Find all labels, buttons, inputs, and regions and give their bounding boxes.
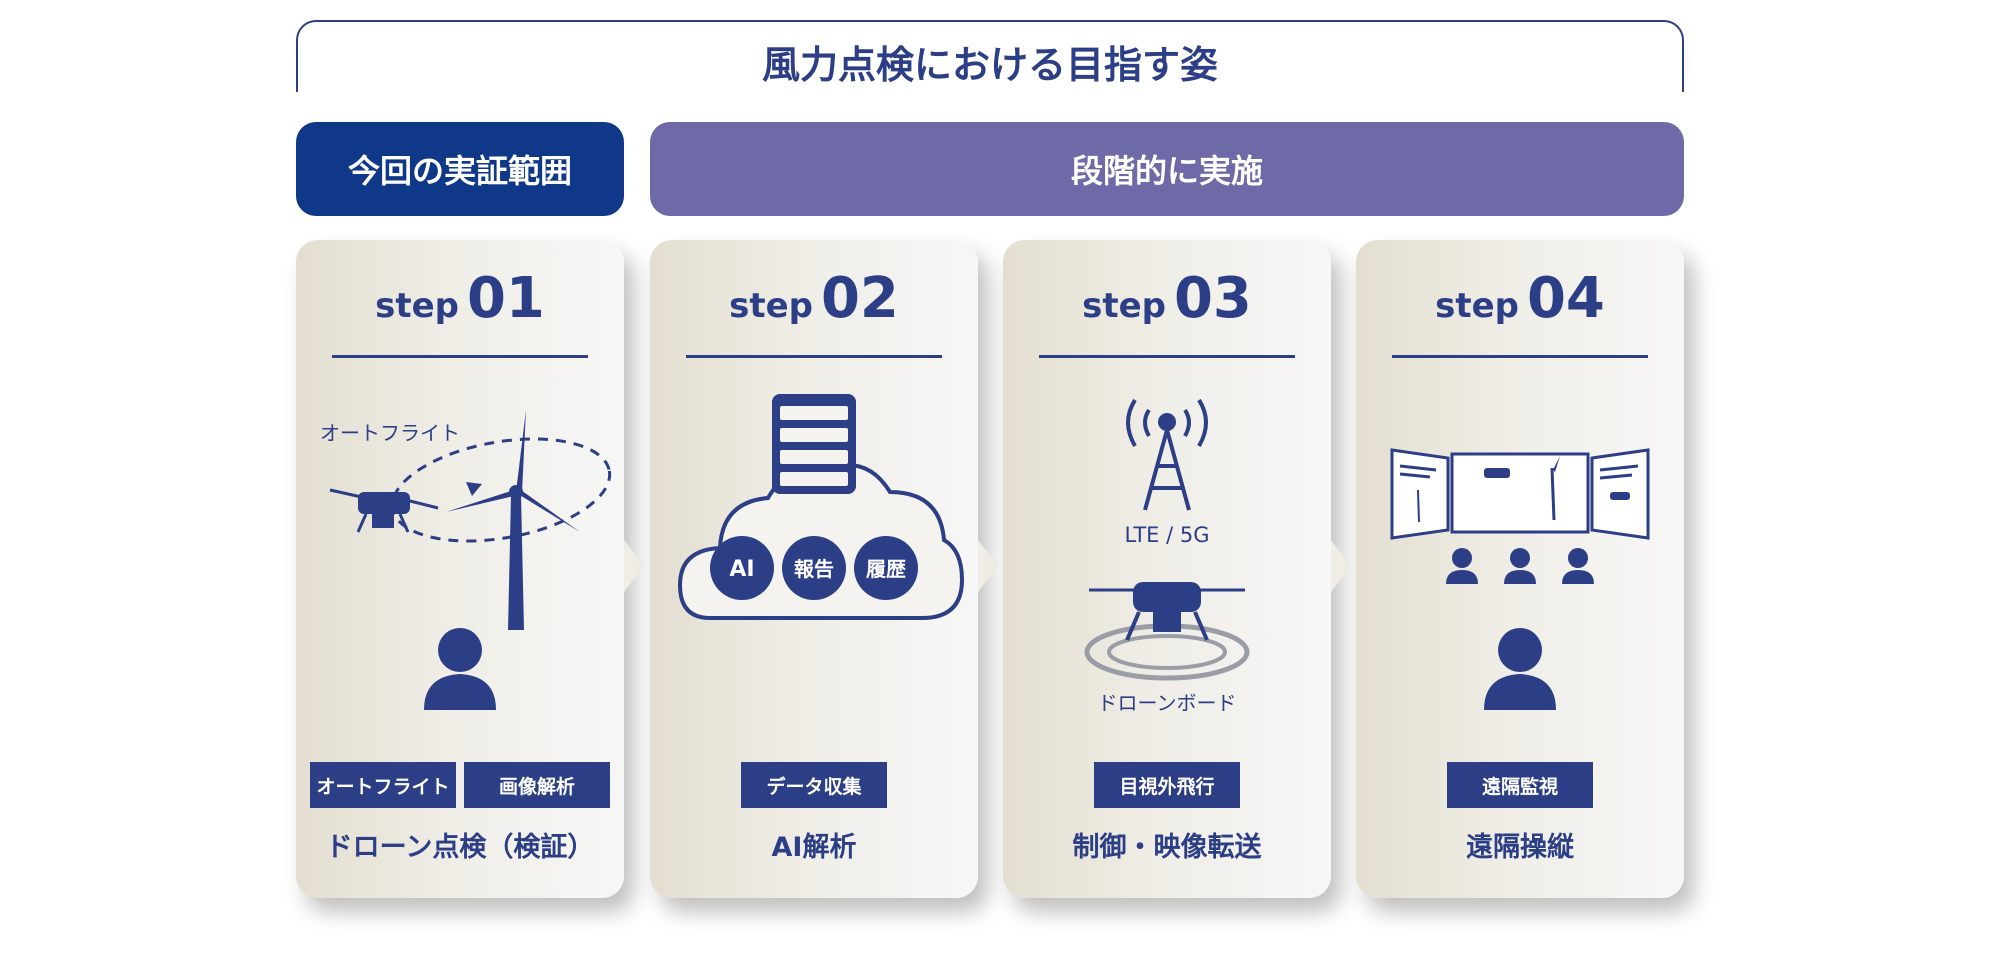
monitor-wall-icon [1390,448,1650,540]
tag-remote-monitoring: 遠隔監視 [1447,762,1593,808]
tag-autoflight: オートフライト [310,762,456,808]
tower-drone-illustration: LTE / 5G ドローンボード [1084,398,1250,715]
tag-data-collection: データ収集 [741,762,887,808]
step-word: step [375,286,459,326]
drone-icon [329,488,439,533]
step-number: 04 [1526,266,1605,331]
step-divider [332,355,588,358]
wind-turbine-icon [446,410,580,630]
remote-operators-icon [1446,548,1594,584]
tag-row: オートフライト 画像解析 [296,762,624,808]
step-number: 01 [466,266,545,331]
page-title: 風力点検における目指す姿 [761,43,1218,87]
tag-row: 目視外飛行 [1003,762,1331,808]
control-room-illustration [1390,448,1650,710]
drone-board-label: ドローンボード [1098,691,1237,715]
history-chip-label: 履歴 [866,557,906,581]
scope-banner: 今回の実証範囲 [296,122,624,216]
path-arrow-icon [466,482,482,496]
report-chip [782,536,846,600]
cloud-server-illustration: AI 報告 履歴 [677,394,965,620]
step-number: 03 [1173,266,1252,331]
phase-banner: 段階的に実施 [650,122,1684,216]
tag-bvlos: 目視外飛行 [1094,762,1240,808]
tag-row: データ収集 [650,762,978,808]
antenna-tower-icon [1126,398,1208,511]
step-word: step [1435,286,1519,326]
tag-image-analysis: 画像解析 [464,762,610,808]
chevron-right-icon [624,540,644,592]
tag-row: 遠隔監視 [1356,762,1684,808]
ai-chip [710,536,774,600]
autoflight-label: オートフライト [320,421,460,445]
step-word: step [1082,286,1166,326]
step-caption: AI解析 [771,832,857,863]
step-divider [1039,355,1295,358]
drone-turbine-illustration: オートフライト [320,410,612,710]
step-caption: ドローン点検（検証） [325,832,595,863]
history-chip [854,536,918,600]
step-caption: 制御・映像転送 [1072,832,1262,863]
step-divider [1392,355,1648,358]
operator-icon [424,628,496,710]
operator-icon [1484,628,1556,710]
step-divider [686,355,942,358]
step-number: 02 [820,266,899,331]
title-frame: 風力点検における目指す姿 [296,20,1684,92]
chevron-right-icon [978,540,998,592]
step-word: step [729,286,813,326]
server-icon [772,394,856,494]
chevron-right-icon [1331,540,1351,592]
step-caption: 遠隔操縦 [1466,832,1574,863]
network-label: LTE / 5G [1125,523,1210,547]
report-chip-label: 報告 [794,557,834,581]
drone-icon [1089,582,1245,641]
ai-chip-label: AI [729,557,754,582]
